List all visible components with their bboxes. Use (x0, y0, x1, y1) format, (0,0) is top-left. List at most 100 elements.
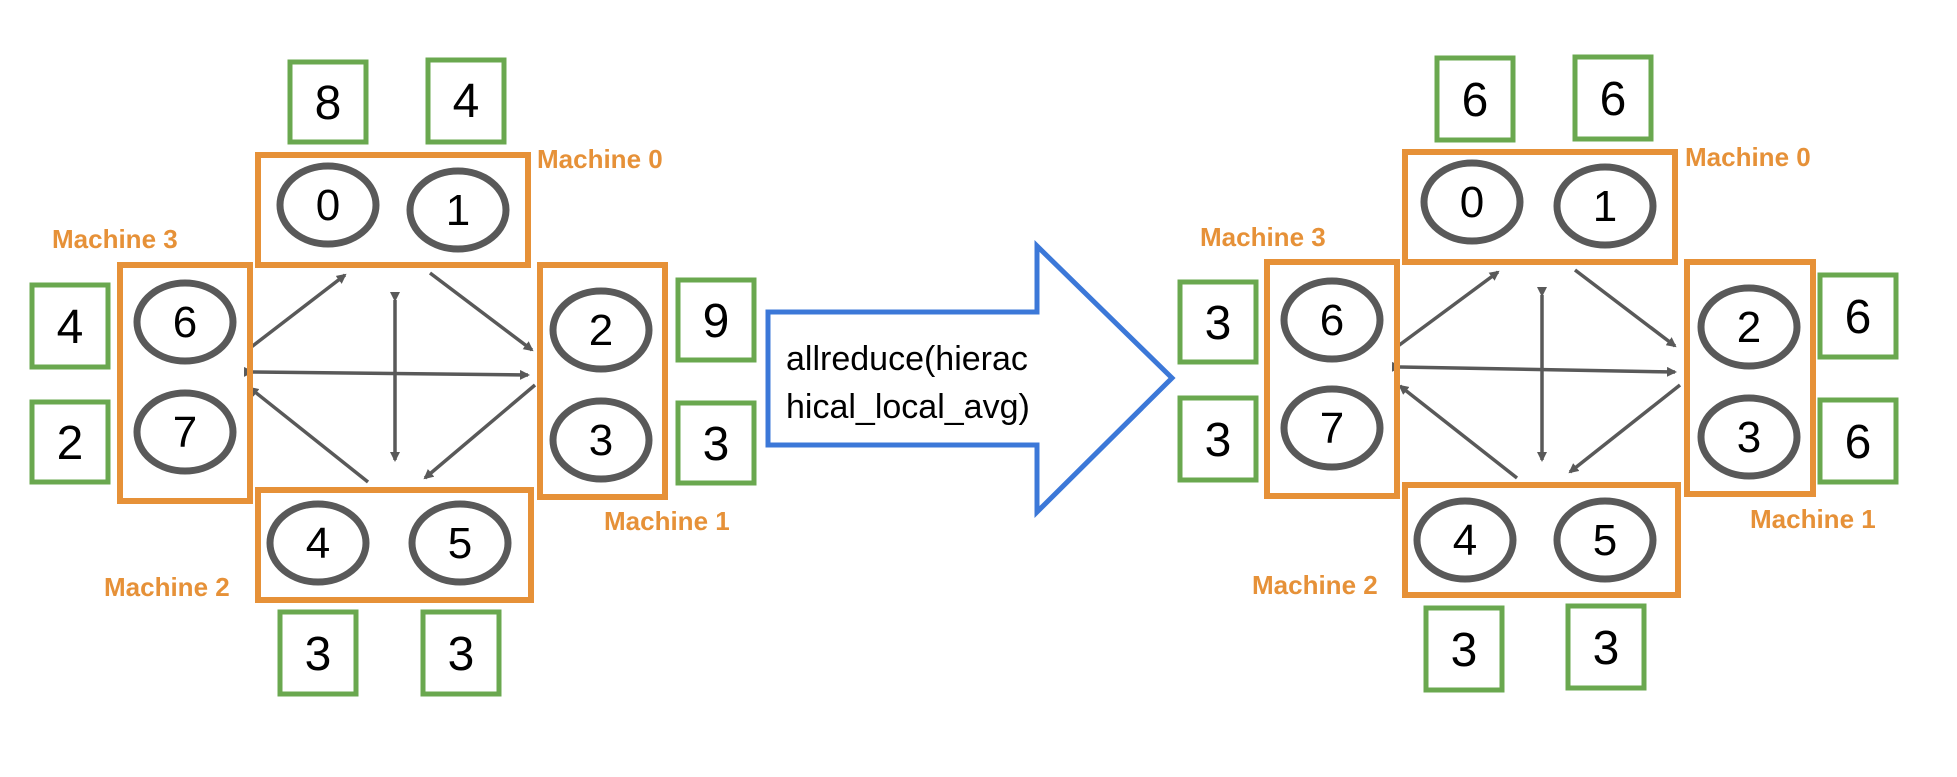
value-label: 8 (315, 77, 342, 130)
gpu-node (1697, 284, 1801, 370)
value-label: 3 (448, 628, 475, 681)
value-label: 3 (1205, 297, 1232, 350)
gpu-label: 3 (589, 416, 613, 465)
value-label: 6 (1600, 73, 1627, 126)
machine-label: Machine 0 (1685, 142, 1811, 172)
link-arrows (243, 271, 537, 484)
gpu-node (1553, 163, 1657, 249)
gpu-node (133, 279, 237, 365)
value-box (675, 400, 757, 486)
gpu-node (266, 500, 370, 586)
link-arrow (1568, 383, 1682, 474)
gpu-label: 2 (1737, 303, 1761, 352)
gpu-node (1280, 385, 1384, 471)
value-box (1572, 54, 1654, 142)
machine-box (255, 487, 534, 603)
gpu-label: 3 (1737, 413, 1761, 462)
machine-2: Machine 2 4 5 3 3 (1252, 482, 1681, 693)
value-box (420, 609, 502, 697)
gpu-node (549, 287, 653, 373)
machine-label: Machine 1 (604, 506, 730, 536)
machine-3: Machine 3 6 7 3 3 (1177, 222, 1400, 499)
link-arrows (1391, 268, 1682, 480)
machine-box (537, 262, 668, 500)
gpu-node (1280, 277, 1384, 363)
value-label: 3 (1593, 622, 1620, 675)
gpu-label: 4 (306, 519, 330, 568)
link-arrow (1391, 361, 1677, 377)
machine-label: Machine 2 (1252, 570, 1378, 600)
gpu-label: 5 (448, 519, 472, 568)
gpu-node (406, 167, 510, 253)
machine-box (1402, 149, 1678, 265)
gpu-node (276, 162, 380, 248)
operation-arrow-shape (765, 240, 1176, 519)
value-label: 6 (1845, 291, 1872, 344)
machine-2: Machine 2 4 5 3 3 (104, 487, 534, 697)
machine-label: Machine 2 (104, 572, 230, 602)
value-box (277, 609, 359, 697)
value-label: 4 (57, 301, 84, 354)
gpu-node (133, 389, 237, 475)
link-arrow (1396, 270, 1500, 348)
machine-label: Machine 3 (52, 224, 178, 254)
value-label: 3 (305, 628, 332, 681)
gpu-label: 4 (1453, 516, 1477, 565)
panel-after: Machine 0 0 1 6 6 Machine 1 2 3 6 6 Ma (1177, 54, 1899, 693)
gpu-label: 0 (1460, 178, 1484, 227)
gpu-node (1697, 394, 1801, 480)
gpu-node (1553, 497, 1657, 583)
value-box (1177, 279, 1259, 365)
machine-label: Machine 3 (1200, 222, 1326, 252)
machine-box (117, 262, 253, 504)
value-label: 3 (703, 418, 730, 471)
operation-arrow: allreduce(hierac hical_local_avg) (765, 240, 1176, 519)
link-arrow (248, 273, 347, 350)
value-box (675, 277, 757, 363)
gpu-label: 6 (173, 298, 197, 347)
value-box (1817, 272, 1899, 360)
link-arrow (423, 383, 537, 480)
gpu-node (1420, 159, 1524, 245)
gpu-node (408, 500, 512, 586)
value-label: 6 (1462, 74, 1489, 127)
panel-before: Machine 0 0 1 8 4 Machine 1 2 3 9 3 Ma (29, 57, 757, 697)
value-label: 3 (1205, 414, 1232, 467)
value-label: 3 (1451, 624, 1478, 677)
gpu-label: 1 (1593, 182, 1617, 231)
operation-label-line-1: allreduce(hierac (786, 340, 1028, 378)
value-label: 6 (1845, 416, 1872, 469)
machine-1: Machine 1 2 3 9 3 (537, 262, 757, 536)
gpu-label: 7 (1320, 404, 1344, 453)
value-box (425, 57, 507, 145)
gpu-label: 6 (1320, 296, 1344, 345)
value-box (287, 59, 369, 145)
value-box (1434, 55, 1516, 143)
machine-box (1264, 259, 1400, 499)
gpu-label: 0 (316, 181, 340, 230)
gpu-label: 7 (173, 408, 197, 457)
value-label: 4 (453, 75, 480, 128)
machine-box (1402, 482, 1681, 598)
machine-box (255, 152, 531, 268)
link-arrow (1573, 268, 1677, 348)
machine-label: Machine 1 (1750, 504, 1876, 534)
machine-label: Machine 0 (537, 144, 663, 174)
gpu-node (1413, 497, 1517, 583)
gpu-label: 2 (589, 306, 613, 355)
link-arrow (428, 271, 534, 352)
value-box (29, 282, 111, 370)
link-arrow (243, 366, 530, 380)
value-box (29, 399, 111, 485)
link-arrow (248, 386, 370, 484)
machine-0: Machine 0 0 1 8 4 (255, 57, 663, 268)
value-box (1423, 605, 1505, 693)
gpu-node (549, 397, 653, 483)
link-arrow (1398, 384, 1519, 480)
machine-box (1684, 259, 1816, 497)
machine-0: Machine 0 0 1 6 6 (1402, 54, 1811, 265)
value-label: 9 (703, 295, 730, 348)
operation-label-line-2: hical_local_avg) (786, 388, 1030, 426)
value-label: 2 (57, 417, 84, 470)
